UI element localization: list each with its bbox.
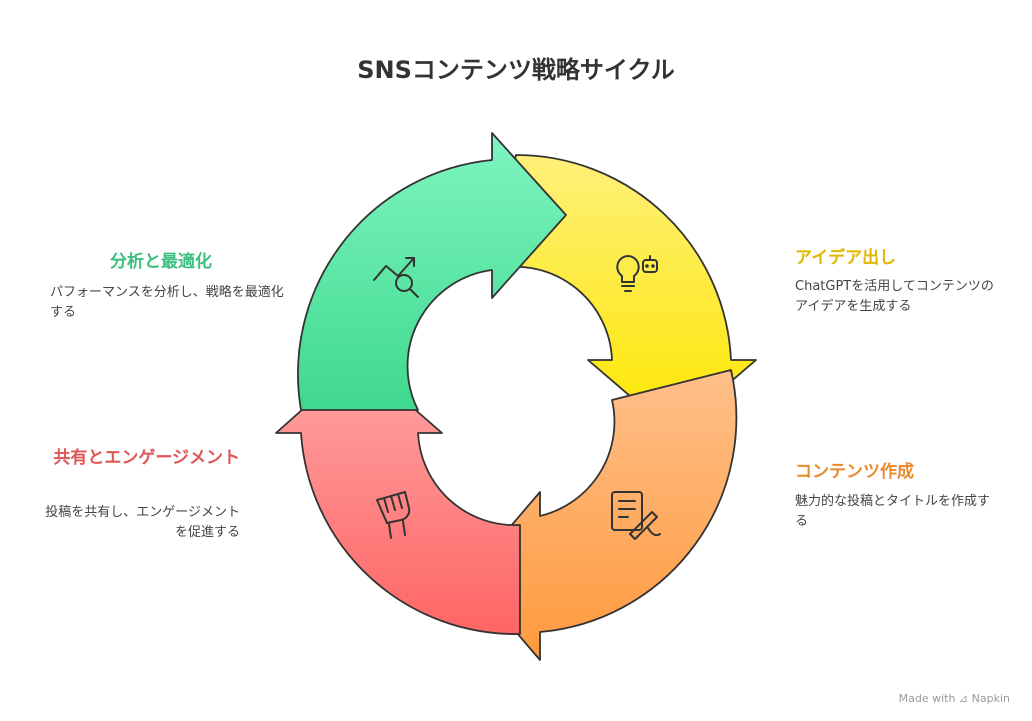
segment-create (467, 369, 738, 661)
lightbulb-icon (616, 255, 658, 292)
segment-analysis (297, 132, 567, 411)
page-title: SNSコンテンツ戦略サイクル (357, 56, 675, 84)
step-desc-share: 投稿を共有し、エンゲージメントを促進する (45, 505, 240, 540)
raised-fist-icon (376, 491, 411, 539)
step-desc-create: 魅力的な投稿とタイトルを作成する (795, 494, 991, 529)
chart-magnifier-icon (373, 257, 419, 298)
napkin-watermark: Made with ⊿ Napkin (898, 692, 1010, 705)
step-label-share: 共有とエンゲージメント (53, 448, 240, 468)
step-label-idea: アイデア出し (795, 248, 897, 268)
step-label-create: コンテンツ作成 (795, 462, 914, 482)
step-desc-analysis: パフォーマンスを分析し、戦略を最適化する (50, 285, 284, 320)
step-label-analysis: 分析と最適化 (110, 252, 212, 272)
document-pen-icon (611, 491, 661, 540)
step-desc-idea: ChatGPTを活用してコンテンツのアイデアを生成する (795, 279, 994, 314)
